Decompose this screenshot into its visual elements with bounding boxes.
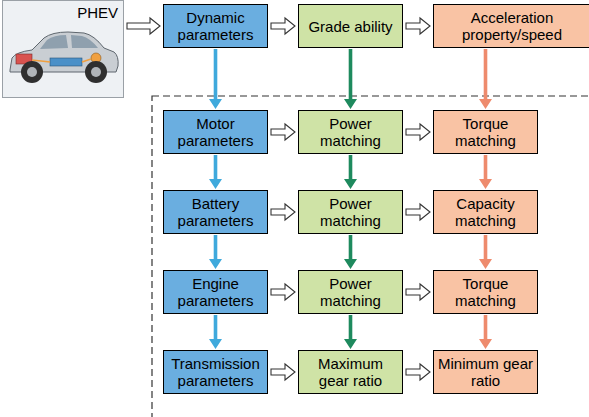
text-holder: Capacity matching bbox=[434, 191, 537, 233]
box-label: PHEV bbox=[77, 4, 118, 21]
process-box: Capacity matching bbox=[433, 190, 538, 234]
wheel-hub bbox=[27, 67, 37, 77]
car-illustration bbox=[2, 0, 124, 98]
text-holder: PHEV bbox=[3, 1, 123, 97]
hollow-arrow bbox=[271, 284, 295, 300]
box-label: Maximum gear ratio bbox=[302, 355, 399, 389]
process-box: Torque matching bbox=[433, 110, 538, 154]
battery-part bbox=[50, 58, 82, 66]
hollow-arrow bbox=[406, 124, 430, 140]
text-holder: Engine parameters bbox=[164, 271, 267, 313]
picture-ground bbox=[2, 0, 124, 98]
box-label: Acceleration property/speed bbox=[437, 9, 587, 43]
process-box: Minimum gear ratio bbox=[433, 350, 538, 394]
text-holder: Maximum gear ratio bbox=[299, 351, 402, 393]
wheel bbox=[85, 61, 107, 83]
hollow-arrow bbox=[271, 364, 295, 380]
text-holder: Power matching bbox=[299, 271, 402, 313]
hollow-arrow bbox=[271, 124, 295, 140]
process-box: Power matching bbox=[298, 270, 403, 314]
box-label: Torque matching bbox=[437, 275, 534, 309]
text-holder: Battery parameters bbox=[164, 191, 267, 233]
text-holder: Acceleration property/speed bbox=[434, 5, 589, 47]
text-holder: Torque matching bbox=[434, 111, 537, 153]
car-window bbox=[40, 35, 68, 49]
hollow-arrow bbox=[406, 364, 430, 380]
box-label: Power matching bbox=[302, 115, 399, 149]
hollow-arrow bbox=[271, 18, 295, 34]
hollow-arrow bbox=[406, 204, 430, 220]
process-box: Battery parameters bbox=[163, 190, 268, 234]
flow-arrow bbox=[209, 155, 222, 189]
box-label: Capacity matching bbox=[437, 195, 534, 229]
process-box: Power matching bbox=[298, 110, 403, 154]
flow-arrow bbox=[479, 315, 492, 349]
process-box: Acceleration property/speed bbox=[433, 4, 589, 48]
text-holder: Torque matching bbox=[434, 271, 537, 313]
box-label: Power matching bbox=[302, 275, 399, 309]
process-box: Dynamic parameters bbox=[163, 4, 268, 48]
hollow-arrow bbox=[271, 204, 295, 220]
text-holder: Motor parameters bbox=[164, 111, 267, 153]
flow-arrow bbox=[344, 49, 357, 109]
process-box: Torque matching bbox=[433, 270, 538, 314]
text-holder: Grade ability bbox=[299, 5, 402, 47]
flow-arrow bbox=[344, 155, 357, 189]
box-label: Power matching bbox=[302, 195, 399, 229]
dashed-region bbox=[152, 96, 589, 417]
wheel-hub bbox=[91, 67, 101, 77]
box-label: Battery parameters bbox=[167, 195, 264, 229]
process-box: Grade ability bbox=[298, 4, 403, 48]
flow-arrow bbox=[344, 235, 357, 269]
box-label: Motor parameters bbox=[167, 115, 264, 149]
box-label: Grade ability bbox=[308, 18, 392, 35]
box-label: Transmission parameters bbox=[167, 355, 264, 389]
process-box: Maximum gear ratio bbox=[298, 350, 403, 394]
cable bbox=[82, 59, 91, 62]
text-holder: Power matching bbox=[299, 191, 402, 233]
flow-arrow bbox=[479, 49, 492, 109]
text-holder: Dynamic parameters bbox=[164, 5, 267, 47]
process-box: Engine parameters bbox=[163, 270, 268, 314]
process-box: Motor parameters bbox=[163, 110, 268, 154]
box-label: Minimum gear ratio bbox=[437, 355, 534, 389]
text-holder: Power matching bbox=[299, 111, 402, 153]
box-label: Dynamic parameters bbox=[167, 9, 264, 43]
wheel bbox=[21, 61, 43, 83]
picture-box: PHEV bbox=[2, 0, 124, 98]
process-box: Power matching bbox=[298, 190, 403, 234]
flow-arrow bbox=[209, 315, 222, 349]
flow-arrow bbox=[209, 49, 222, 109]
flow-arrow bbox=[479, 155, 492, 189]
flow-arrow bbox=[344, 315, 357, 349]
box-label: Engine parameters bbox=[167, 275, 264, 309]
car-window bbox=[71, 35, 98, 48]
flow-arrow bbox=[479, 235, 492, 269]
box-label: Torque matching bbox=[437, 115, 534, 149]
hollow-arrow bbox=[406, 18, 430, 34]
flow-arrow bbox=[209, 235, 222, 269]
text-holder: Minimum gear ratio bbox=[434, 351, 537, 393]
text-holder: Transmission parameters bbox=[164, 351, 267, 393]
hollow-arrow bbox=[127, 18, 160, 34]
hollow-arrow bbox=[406, 284, 430, 300]
process-box: Transmission parameters bbox=[163, 350, 268, 394]
